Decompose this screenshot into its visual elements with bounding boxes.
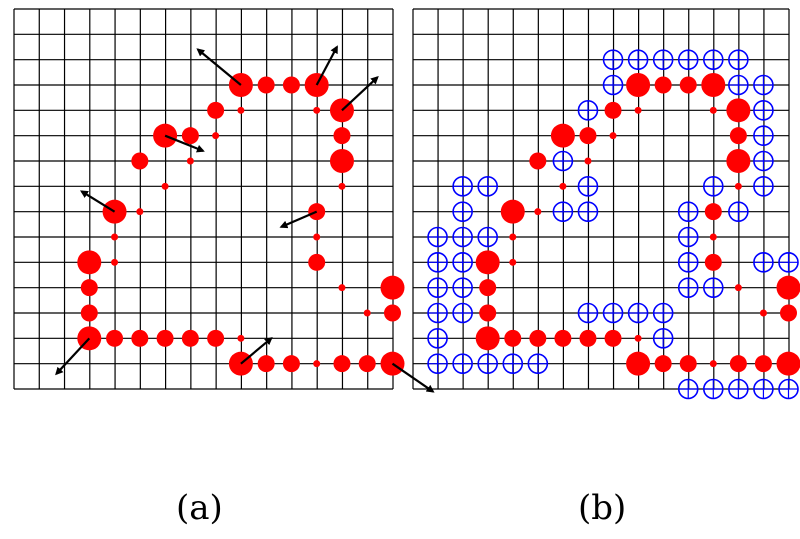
node-medium	[504, 329, 522, 347]
node-medium	[156, 329, 174, 347]
node-small	[709, 360, 717, 368]
node-small	[313, 360, 321, 368]
node-medium	[181, 329, 199, 347]
node-large	[776, 275, 800, 300]
node-medium	[604, 101, 622, 119]
node-medium	[181, 127, 199, 145]
node-small	[709, 233, 717, 241]
node-medium	[529, 329, 547, 347]
node-small	[609, 132, 617, 140]
node-medium	[282, 355, 300, 373]
node-small	[186, 157, 194, 165]
node-small	[237, 334, 245, 342]
node-medium	[654, 76, 672, 94]
caption-b: (b)	[578, 488, 627, 528]
direction-arrow	[315, 45, 338, 86]
node-small	[509, 258, 517, 266]
node-medium	[479, 279, 497, 297]
node-large	[380, 275, 405, 300]
node-small	[634, 106, 642, 114]
node-small	[338, 182, 346, 190]
direction-arrow	[341, 76, 379, 112]
node-medium	[106, 329, 124, 347]
node-small	[313, 233, 321, 241]
node-medium	[479, 304, 497, 322]
node-small	[313, 106, 321, 114]
node-large	[726, 98, 751, 123]
node-medium	[257, 76, 275, 94]
node-small	[237, 106, 245, 114]
node-medium	[257, 355, 275, 373]
direction-arrow	[240, 337, 273, 365]
node-medium	[383, 304, 401, 322]
node-medium	[729, 127, 747, 145]
node-medium	[779, 304, 797, 322]
node-small	[709, 106, 717, 114]
direction-arrow	[279, 210, 318, 229]
node-small	[584, 157, 592, 165]
node-medium	[333, 355, 351, 373]
node-small	[734, 284, 742, 292]
node-large	[776, 351, 800, 376]
node-small	[136, 208, 144, 216]
grid-a	[13, 8, 394, 390]
node-medium	[282, 76, 300, 94]
node-small	[161, 182, 169, 190]
node-large	[475, 326, 500, 351]
node-large	[77, 250, 102, 275]
node-medium	[308, 253, 326, 271]
node-small	[111, 233, 119, 241]
node-small	[509, 233, 517, 241]
node-medium	[207, 329, 225, 347]
node-large	[626, 351, 651, 376]
node-medium	[207, 101, 225, 119]
node-large	[475, 250, 500, 275]
node-medium	[131, 329, 149, 347]
direction-arrow	[55, 337, 91, 376]
node-large	[329, 149, 354, 173]
grid-b	[412, 8, 790, 390]
node-medium	[654, 355, 672, 373]
node-medium	[80, 304, 98, 322]
node-large	[550, 123, 575, 148]
node-medium	[554, 329, 572, 347]
node-small	[534, 208, 542, 216]
node-medium	[704, 253, 722, 271]
node-medium	[679, 76, 697, 94]
node-medium	[80, 279, 98, 297]
node-medium	[729, 355, 747, 373]
node-medium	[679, 355, 697, 373]
node-small	[111, 258, 119, 266]
node-small	[338, 284, 346, 292]
node-small	[734, 182, 742, 190]
node-medium	[333, 127, 351, 145]
node-large	[626, 73, 651, 97]
node-medium	[131, 152, 149, 170]
node-medium	[604, 329, 622, 347]
node-large	[726, 149, 751, 173]
direction-arrow	[164, 134, 205, 153]
direction-arrow	[196, 48, 242, 86]
node-small	[559, 182, 567, 190]
caption-a: (a)	[176, 488, 223, 528]
node-medium	[529, 152, 547, 170]
node-large	[701, 73, 726, 97]
node-medium	[579, 127, 597, 145]
node-small	[634, 334, 642, 342]
node-small	[363, 309, 371, 317]
node-medium	[754, 355, 772, 373]
direction-arrow	[80, 190, 116, 213]
node-medium	[358, 355, 376, 373]
node-small	[759, 309, 767, 317]
node-medium	[579, 329, 597, 347]
node-medium	[704, 203, 722, 221]
node-large	[500, 199, 525, 224]
node-small	[212, 132, 220, 140]
